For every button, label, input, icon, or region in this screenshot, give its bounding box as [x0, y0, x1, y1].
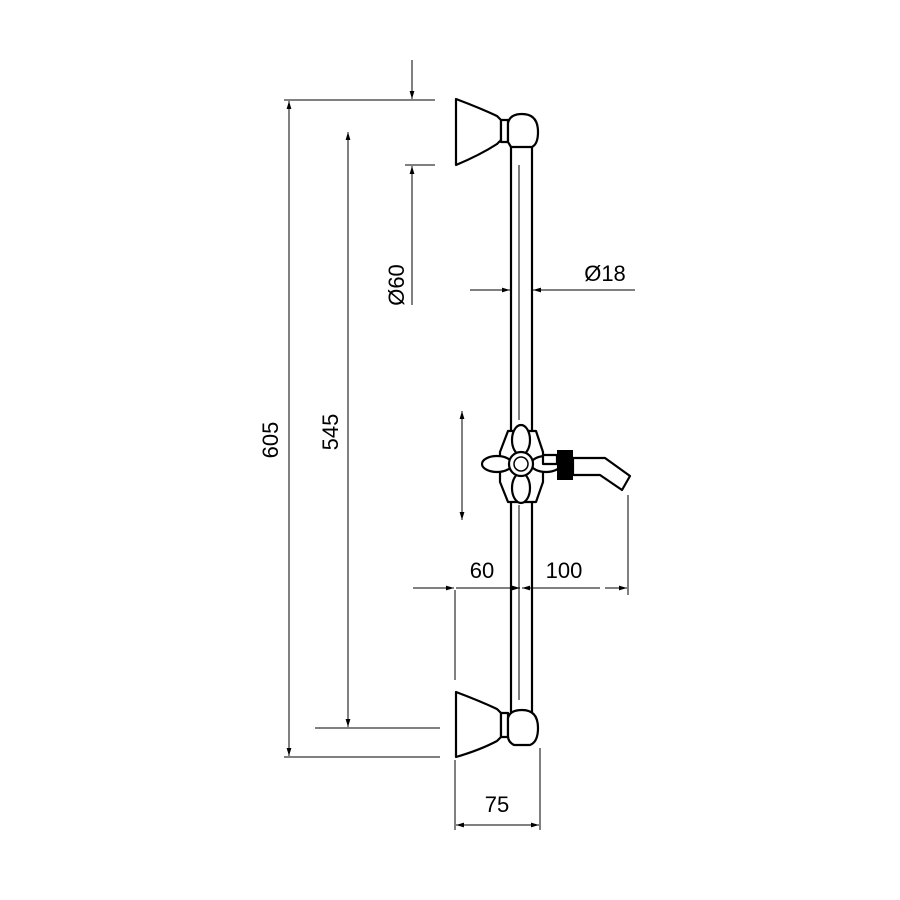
bottom-wall-bracket: [454, 690, 540, 759]
dim-label-60: 60: [470, 558, 494, 583]
dimension-diameter-18: Ø18: [470, 261, 635, 293]
top-wall-bracket: [454, 97, 540, 167]
dim-label-d18: Ø18: [584, 261, 626, 286]
dimension-605: 605: [258, 99, 440, 758]
dimension-60-100: 60 100: [413, 495, 629, 680]
dimension-75: 75: [454, 748, 541, 830]
dimension-diameter-60: Ø60: [384, 60, 435, 306]
dim-label-75: 75: [485, 792, 509, 817]
dim-label-605: 605: [258, 422, 283, 459]
dim-label-d60: Ø60: [384, 264, 409, 306]
dim-label-545: 545: [318, 414, 343, 451]
dim-label-100: 100: [546, 558, 583, 583]
slider-with-handle: [480, 423, 632, 505]
dimension-545: 545: [315, 132, 440, 729]
